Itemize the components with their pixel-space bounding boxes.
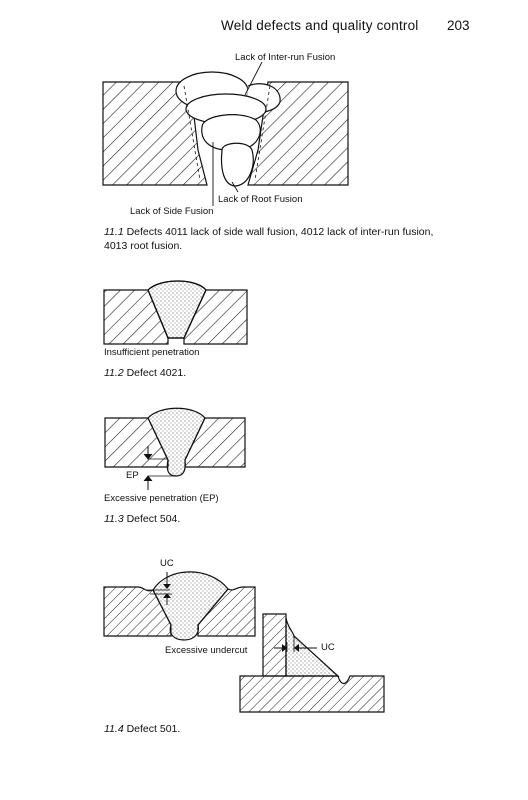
figure-11-2-caption: 11.2 Defect 4021. — [104, 366, 186, 380]
label-lack-of-inter-run-fusion: Lack of Inter-run Fusion — [235, 52, 336, 63]
label-ep: EP — [126, 470, 139, 481]
page-number: 203 — [447, 18, 470, 33]
figure-11-4-diagram — [103, 571, 385, 713]
figure-number: 11.4 — [104, 723, 124, 735]
label-lack-of-side-fusion: Lack of Side Fusion — [130, 206, 214, 217]
figure-11-3-caption: 11.3 Defect 504. — [104, 512, 180, 526]
figure-number: 11.1 — [104, 226, 124, 238]
running-title: Weld defects and quality control — [221, 18, 419, 33]
figure-11-4-caption: 11.4 Defect 501. — [104, 722, 180, 736]
label-lack-of-root-fusion: Lack of Root Fusion — [218, 194, 303, 205]
label-uc-butt: UC — [160, 558, 174, 569]
label-excessive-penetration: Excessive penetration (EP) — [104, 493, 219, 504]
figure-11-1-diagram — [102, 61, 349, 206]
figure-11-1-caption: 11.1 Defects 4011 lack of side wall fusi… — [104, 225, 444, 253]
figure-number: 11.2 — [104, 367, 124, 379]
figure-11-2-diagram — [103, 280, 248, 345]
label-insufficient-penetration: Insufficient penetration — [104, 347, 200, 358]
figure-caption-text: Defect 501. — [126, 723, 181, 735]
figure-caption-text: Defect 4021. — [126, 367, 187, 379]
figure-caption-text: Defects 4011 lack of side wall fusion, 4… — [104, 226, 434, 252]
figure-11-3-diagram — [104, 407, 246, 490]
label-uc-fillet: UC — [321, 642, 335, 653]
label-excessive-undercut: Excessive undercut — [165, 645, 248, 656]
figure-caption-text: Defect 504. — [126, 513, 181, 525]
figure-number: 11.3 — [104, 513, 124, 525]
